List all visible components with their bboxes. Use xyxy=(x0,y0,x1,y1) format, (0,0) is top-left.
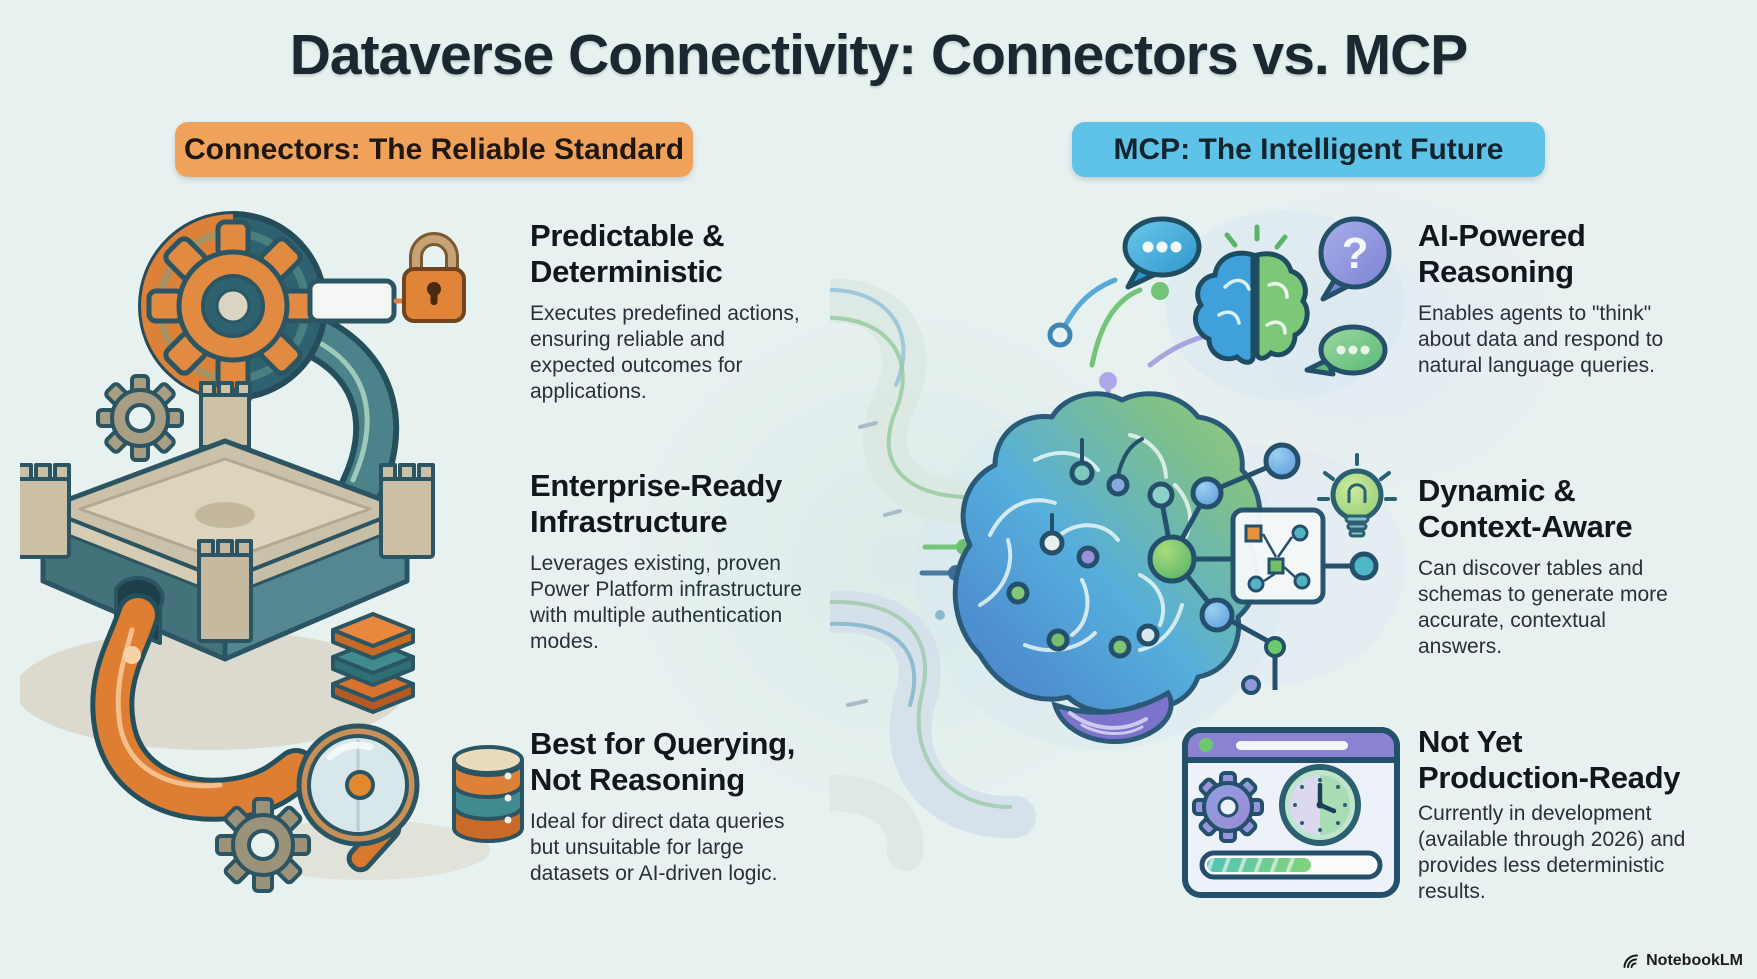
browser-window-icon xyxy=(1182,727,1400,898)
brand-footer: NotebookLM xyxy=(1621,951,1743,971)
window-dot xyxy=(1199,738,1213,752)
lightbulb-icon xyxy=(1317,453,1397,538)
mcp-item-3-body: Currently in development (available thro… xyxy=(1418,802,1686,904)
progress-bar xyxy=(1199,850,1383,880)
data-streams xyxy=(830,278,1036,871)
padlock-icon xyxy=(402,232,466,323)
connectors-item-3-heading: Best for Querying, Not Reasoning xyxy=(530,726,796,797)
window-gear-icon xyxy=(1192,771,1264,843)
stacked-boxes-icon xyxy=(331,612,415,714)
mcp-illustration: ? xyxy=(830,210,1405,898)
mcp-item-2-heading: Dynamic & Context-Aware xyxy=(1418,473,1633,544)
connectors-item-2-body: Leverages existing, proven Power Platfor… xyxy=(530,552,802,654)
mcp-header-label: MCP: The Intelligent Future xyxy=(1113,132,1504,166)
small-brain-icon xyxy=(1192,224,1310,365)
connectors-header-label: Connectors: The Reliable Standard xyxy=(183,132,685,166)
mcp-item-2-body: Can discover tables and schemas to gener… xyxy=(1418,557,1668,659)
network-graph-icon xyxy=(1147,442,1379,695)
mcp-header-badge: MCP: The Intelligent Future xyxy=(1072,122,1545,177)
window-titlebar-line xyxy=(1236,741,1348,750)
connectors-item-2-heading: Enterprise-Ready Infrastructure xyxy=(530,468,782,539)
magnifier-icon xyxy=(296,723,420,873)
question-bubble-icon: ? xyxy=(1318,216,1392,302)
connectors-header-badge: Connectors: The Reliable Standard xyxy=(175,122,693,177)
mcp-item-3-heading: Not Yet Production-Ready xyxy=(1418,724,1681,795)
schema-panel-icon xyxy=(1230,507,1326,605)
gear-emblem-icon xyxy=(138,211,328,401)
database-cylinder-icon xyxy=(452,745,524,843)
small-gear-icon xyxy=(96,374,184,462)
notebooklm-logo-icon xyxy=(1623,954,1639,968)
connectors-item-3-body: Ideal for direct data queries but unsuit… xyxy=(530,810,785,886)
bottom-gear-icon xyxy=(215,797,311,893)
page-title: Dataverse Connectivity: Connectors vs. M… xyxy=(289,23,1469,87)
question-mark-text: ? xyxy=(1342,229,1369,278)
mcp-item-1-heading: AI-Powered Reasoning xyxy=(1418,218,1586,289)
chat-bubble-dots-icon xyxy=(1122,216,1202,290)
fortress-icon xyxy=(20,381,435,662)
green-chat-bubble-icon xyxy=(1304,324,1388,377)
big-brain-icon xyxy=(952,391,1263,745)
brand-label: NotebookLM xyxy=(1646,952,1743,969)
window-clock-icon xyxy=(1279,764,1361,846)
connectors-item-1-body: Executes predefined actions, ensuring re… xyxy=(530,302,800,404)
connectors-item-1-heading: Predictable & Deterministic xyxy=(530,218,725,289)
orange-pipe-icon xyxy=(90,593,318,822)
connectors-illustration xyxy=(20,211,524,893)
mcp-item-1-body: Enables agents to "think" about data and… xyxy=(1418,302,1664,378)
